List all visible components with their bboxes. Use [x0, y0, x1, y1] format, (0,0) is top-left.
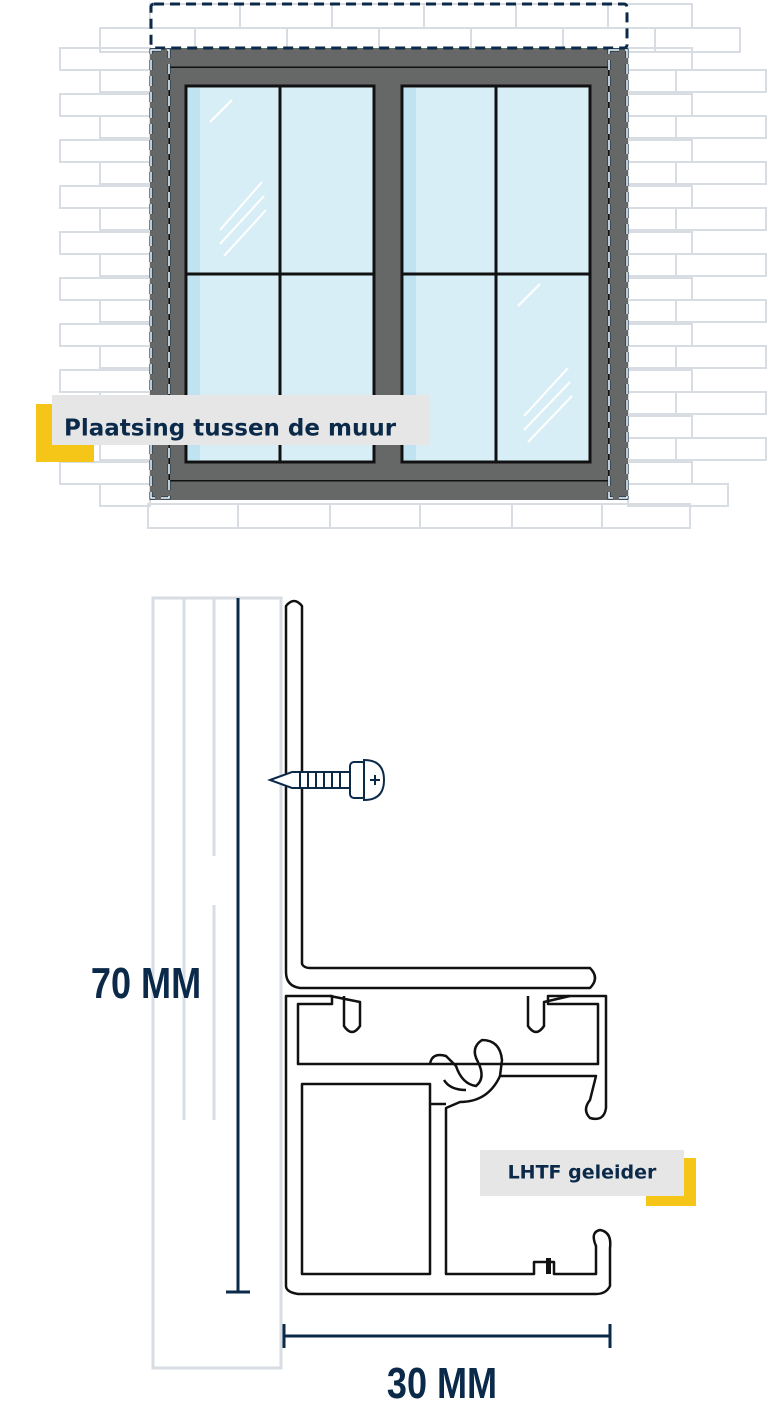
wall-section [151, 596, 283, 1370]
placement-label: Plaatsing tussen de muur [36, 395, 430, 462]
height-dimension-line [226, 598, 250, 1294]
width-dimension-line [282, 1324, 612, 1348]
width-dimension-text: 30 MM [387, 1359, 497, 1406]
height-dimension-text: 70 MM [91, 959, 201, 1008]
screw-icon [267, 758, 386, 802]
guide-label: LHTF geleider [480, 1150, 696, 1206]
profile-notch [546, 1258, 551, 1274]
placement-label-text: Plaatsing tussen de muur [64, 416, 397, 442]
guide-profile [284, 599, 612, 1296]
guide-label-text: LHTF geleider [508, 1162, 657, 1184]
